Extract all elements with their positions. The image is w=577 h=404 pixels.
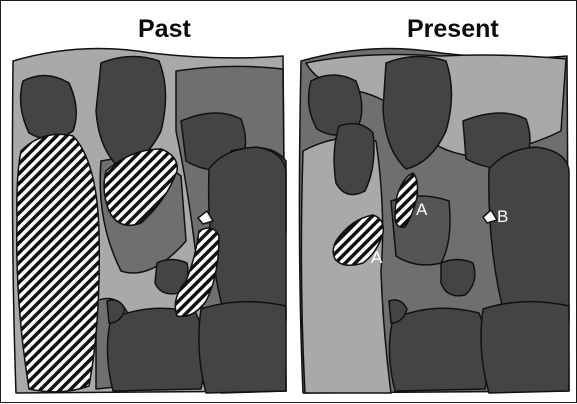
present-label-a-upper: A [416,200,428,219]
past-cell-top-left [21,75,77,139]
present-label-b: B [497,207,508,226]
present-label-a-lower: A [371,248,383,267]
past-cell-bottom-right [199,302,286,393]
present-cell-left [334,124,374,195]
present-cell-bottom-right [481,302,569,393]
present-cell-bottom-center [389,308,487,391]
present-cell-small-middle [441,260,475,296]
present-panel [299,49,569,394]
past-cell-bottom-center [107,308,205,391]
past-panel [12,49,286,394]
past-hatched-cell-large [17,134,100,392]
